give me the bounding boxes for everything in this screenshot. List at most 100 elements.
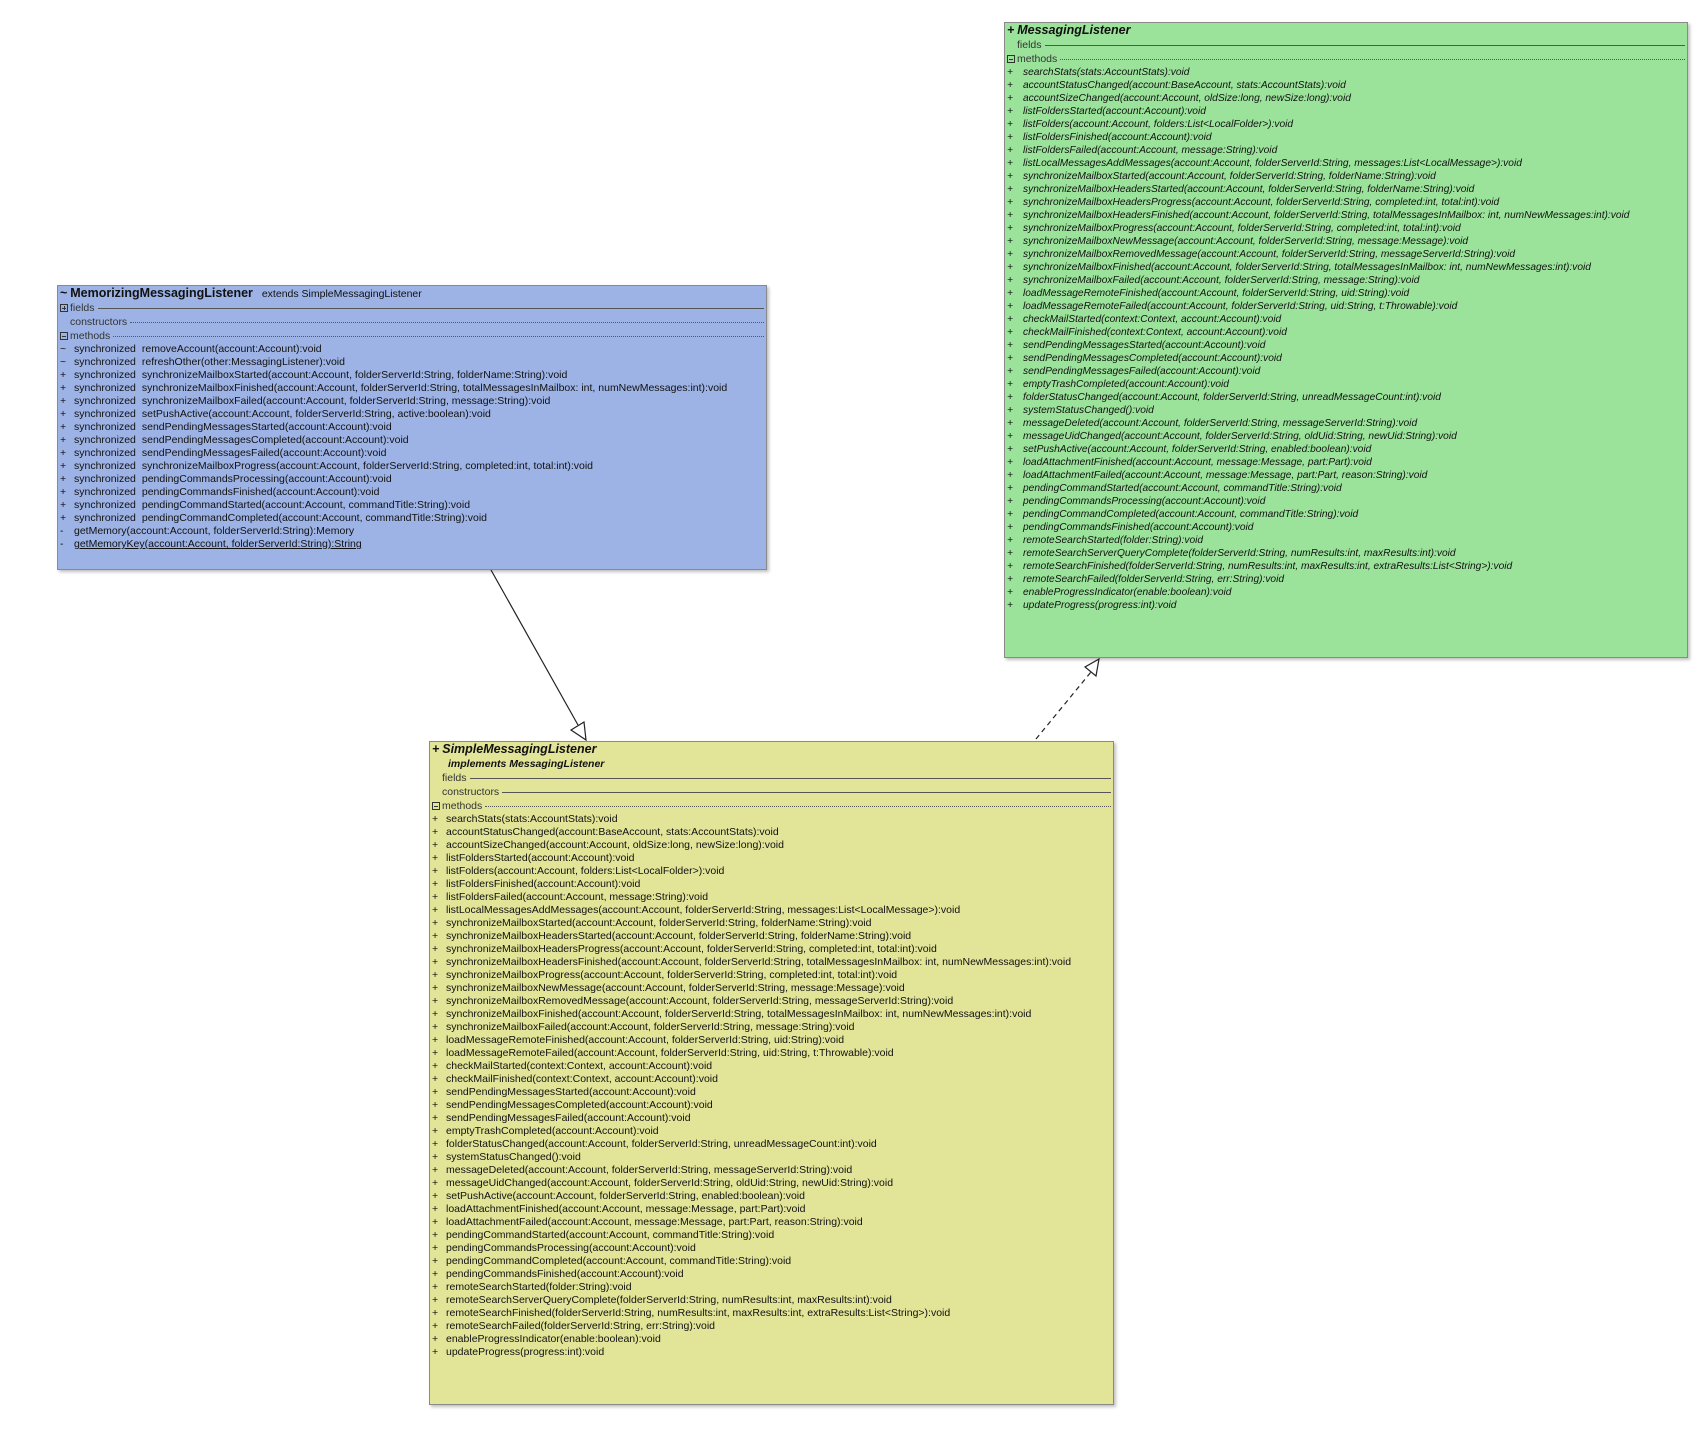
method-row[interactable]: +accountSizeChanged(account:Account, old… bbox=[1007, 92, 1685, 105]
method-row[interactable]: +listFoldersFailed(account:Account, mess… bbox=[432, 891, 1111, 904]
method-row[interactable]: +pendingCommandsProcessing(account:Accou… bbox=[432, 1242, 1111, 1255]
method-row[interactable]: +synchronizeMailboxHeadersFinished(accou… bbox=[432, 956, 1111, 969]
method-row[interactable]: +pendingCommandCompleted(account:Account… bbox=[1007, 508, 1685, 521]
method-row[interactable]: +loadAttachmentFailed(account:Account, m… bbox=[1007, 469, 1685, 482]
method-row[interactable]: +remoteSearchFinished(folderServerId:Str… bbox=[1007, 560, 1685, 573]
method-row[interactable]: +synchronizeMailboxNewMessage(account:Ac… bbox=[1007, 235, 1685, 248]
method-row[interactable]: +listFoldersStarted(account:Account):voi… bbox=[1007, 105, 1685, 118]
section-methods[interactable]: methods bbox=[1005, 52, 1687, 66]
method-row[interactable]: +updateProgress(progress:int):void bbox=[432, 1346, 1111, 1359]
method-row[interactable]: +checkMailFinished(context:Context, acco… bbox=[1007, 326, 1685, 339]
method-row[interactable]: +messageUidChanged(account:Account, fold… bbox=[432, 1177, 1111, 1190]
section-methods[interactable]: methods bbox=[430, 799, 1113, 813]
method-row[interactable]: +emptyTrashCompleted(account:Account):vo… bbox=[1007, 378, 1685, 391]
method-row[interactable]: +listFoldersFinished(account:Account):vo… bbox=[432, 878, 1111, 891]
method-row[interactable]: +pendingCommandsFinished(account:Account… bbox=[1007, 521, 1685, 534]
method-row[interactable]: +emptyTrashCompleted(account:Account):vo… bbox=[432, 1125, 1111, 1138]
method-row[interactable]: +checkMailFinished(context:Context, acco… bbox=[432, 1073, 1111, 1086]
method-row[interactable]: +pendingCommandsFinished(account:Account… bbox=[432, 1268, 1111, 1281]
method-row[interactable]: +messageUidChanged(account:Account, fold… bbox=[1007, 430, 1685, 443]
method-row[interactable]: +synchronizeMailboxHeadersFinished(accou… bbox=[1007, 209, 1685, 222]
method-row[interactable]: +enableProgressIndicator(enable:boolean)… bbox=[1007, 586, 1685, 599]
method-row[interactable]: +sendPendingMessagesStarted(account:Acco… bbox=[1007, 339, 1685, 352]
method-row[interactable]: +checkMailStarted(context:Context, accou… bbox=[432, 1060, 1111, 1073]
method-row[interactable]: +loadAttachmentFinished(account:Account,… bbox=[1007, 456, 1685, 469]
method-row[interactable]: +pendingCommandStarted(account:Account, … bbox=[432, 1229, 1111, 1242]
method-row[interactable]: +remoteSearchFailed(folderServerId:Strin… bbox=[432, 1320, 1111, 1333]
method-row[interactable]: +loadMessageRemoteFailed(account:Account… bbox=[432, 1047, 1111, 1060]
method-row[interactable]: +synchronizeMailboxRemovedMessage(accoun… bbox=[432, 995, 1111, 1008]
method-row[interactable]: +listFoldersStarted(account:Account):voi… bbox=[432, 852, 1111, 865]
method-row[interactable]: +accountStatusChanged(account:BaseAccoun… bbox=[1007, 79, 1685, 92]
method-row[interactable]: +enableProgressIndicator(enable:boolean)… bbox=[432, 1333, 1111, 1346]
method-row[interactable]: +updateProgress(progress:int):void bbox=[1007, 599, 1685, 612]
method-row[interactable]: +synchronizeMailboxHeadersStarted(accoun… bbox=[1007, 183, 1685, 196]
method-row[interactable]: +listFolders(account:Account, folders:Li… bbox=[1007, 118, 1685, 131]
method-row[interactable]: +loadMessageRemoteFailed(account:Account… bbox=[1007, 300, 1685, 313]
method-row[interactable]: +loadMessageRemoteFinished(account:Accou… bbox=[432, 1034, 1111, 1047]
method-row[interactable]: +systemStatusChanged():void bbox=[1007, 404, 1685, 417]
method-row[interactable]: +loadAttachmentFinished(account:Account,… bbox=[432, 1203, 1111, 1216]
section-methods[interactable]: methods bbox=[58, 329, 766, 343]
method-row[interactable]: +listFolders(account:Account, folders:Li… bbox=[432, 865, 1111, 878]
method-row[interactable]: +synchronizeMailboxNewMessage(account:Ac… bbox=[432, 982, 1111, 995]
method-row[interactable]: +listFoldersFailed(account:Account, mess… bbox=[1007, 144, 1685, 157]
method-row[interactable]: +synchronizeMailboxFinished(account:Acco… bbox=[432, 1008, 1111, 1021]
method-row[interactable]: +sendPendingMessagesFailed(account:Accou… bbox=[432, 1112, 1111, 1125]
method-row[interactable]: +pendingCommandCompleted(account:Account… bbox=[432, 1255, 1111, 1268]
method-row[interactable]: +synchronizeMailboxProgress(account:Acco… bbox=[432, 969, 1111, 982]
collapse-icon[interactable] bbox=[432, 802, 440, 810]
method-row[interactable]: +pendingCommandStarted(account:Account, … bbox=[1007, 482, 1685, 495]
method-row[interactable]: +messageDeleted(account:Account, folderS… bbox=[1007, 417, 1685, 430]
method-row[interactable]: +loadAttachmentFailed(account:Account, m… bbox=[432, 1216, 1111, 1229]
method-row[interactable]: +listLocalMessagesAddMessages(account:Ac… bbox=[1007, 157, 1685, 170]
method-row[interactable]: +synchronizeMailboxStarted(account:Accou… bbox=[432, 917, 1111, 930]
method-row[interactable]: +pendingCommandsProcessing(account:Accou… bbox=[1007, 495, 1685, 508]
method-row[interactable]: +synchronizeMailboxFinished(account:Acco… bbox=[1007, 261, 1685, 274]
expand-icon[interactable] bbox=[60, 304, 68, 312]
section-fields[interactable]: fields bbox=[58, 301, 766, 315]
method-row[interactable]: +synchronizeMailboxHeadersProgress(accou… bbox=[432, 943, 1111, 956]
method-row[interactable]: +folderStatusChanged(account:Account, fo… bbox=[432, 1138, 1111, 1151]
method-row[interactable]: +remoteSearchStarted(folder:String):void bbox=[432, 1281, 1111, 1294]
collapse-icon[interactable] bbox=[1007, 55, 1015, 63]
method-row[interactable]: +folderStatusChanged(account:Account, fo… bbox=[1007, 391, 1685, 404]
method-row[interactable]: +listLocalMessagesAddMessages(account:Ac… bbox=[432, 904, 1111, 917]
method-row[interactable]: +remoteSearchFinished(folderServerId:Str… bbox=[432, 1307, 1111, 1320]
method-row[interactable]: +sendPendingMessagesCompleted(account:Ac… bbox=[432, 1099, 1111, 1112]
method-row[interactable]: +accountSizeChanged(account:Account, old… bbox=[432, 839, 1111, 852]
method-row[interactable]: +sendPendingMessagesFailed(account:Accou… bbox=[1007, 365, 1685, 378]
method-row[interactable]: +synchronizeMailboxHeadersStarted(accoun… bbox=[432, 930, 1111, 943]
method-row[interactable]: +synchronizeMailboxProgress(account:Acco… bbox=[1007, 222, 1685, 235]
method-row[interactable]: +sendPendingMessagesStarted(account:Acco… bbox=[432, 1086, 1111, 1099]
method-row[interactable]: -getMemory(account:Account, folderServer… bbox=[60, 525, 764, 538]
method-row[interactable]: -getMemoryKey(account:Account, folderSer… bbox=[60, 538, 764, 551]
method-row[interactable]: +messageDeleted(account:Account, folderS… bbox=[432, 1164, 1111, 1177]
method-row[interactable]: +synchronizeMailboxFailed(account:Accoun… bbox=[1007, 274, 1685, 287]
method-row[interactable]: +setPushActive(account:Account, folderSe… bbox=[1007, 443, 1685, 456]
method-row[interactable]: +remoteSearchServerQueryComplete(folderS… bbox=[432, 1294, 1111, 1307]
method-row[interactable]: +remoteSearchStarted(folder:String):void bbox=[1007, 534, 1685, 547]
method-row[interactable]: +synchronizeMailboxHeadersProgress(accou… bbox=[1007, 196, 1685, 209]
method-row[interactable]: +synchronizeMailboxFailed(account:Accoun… bbox=[432, 1021, 1111, 1034]
method-row[interactable]: +checkMailStarted(context:Context, accou… bbox=[1007, 313, 1685, 326]
method-row[interactable]: +synchronizeMailboxRemovedMessage(accoun… bbox=[1007, 248, 1685, 261]
collapse-icon[interactable] bbox=[60, 332, 68, 340]
method-row[interactable]: +loadMessageRemoteFinished(account:Accou… bbox=[1007, 287, 1685, 300]
method-row[interactable]: +synchronizeMailboxStarted(account:Accou… bbox=[1007, 170, 1685, 183]
method-row[interactable]: +sendPendingMessagesCompleted(account:Ac… bbox=[1007, 352, 1685, 365]
